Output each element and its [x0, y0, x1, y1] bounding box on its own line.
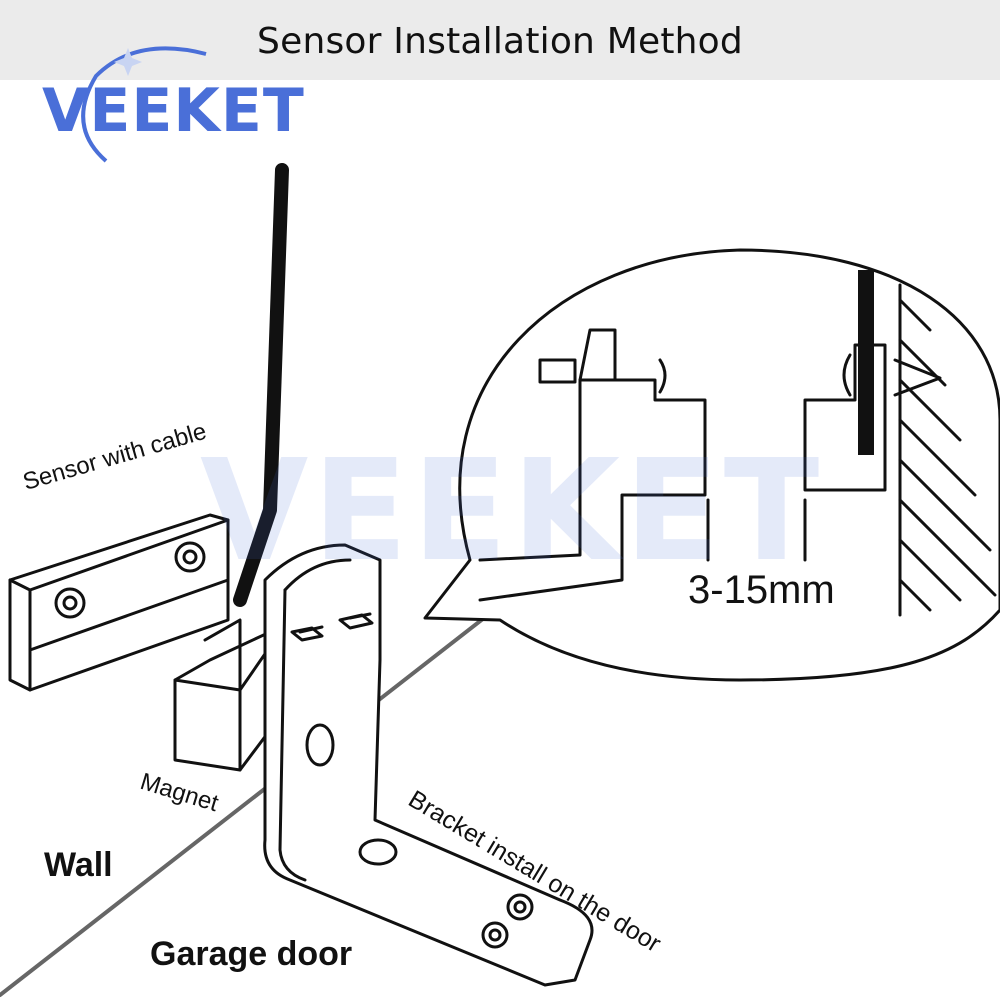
- screw-icon: [54, 587, 86, 619]
- logo-text: VEEKET: [42, 76, 305, 146]
- detail-hatched-wall: [898, 283, 997, 617]
- sensor-body: [8, 513, 230, 692]
- l-bracket: [263, 543, 594, 987]
- screw-icon: [174, 541, 206, 573]
- detail-bracket: [478, 328, 707, 602]
- sensor-cable: [233, 163, 289, 607]
- screw-icon: [506, 893, 534, 921]
- label-gap: 3-15mm: [688, 568, 835, 612]
- wall-floor-line: [0, 588, 522, 997]
- detail-bolt-icon: [538, 358, 577, 384]
- label-wall: Wall: [44, 846, 113, 884]
- brand-logo: VEEKET: [36, 36, 306, 176]
- detail-magnet: [803, 270, 942, 492]
- screw-icon: [481, 921, 509, 949]
- page-title: Sensor Installation Method: [257, 21, 743, 62]
- title-bar: Sensor Installation Method: [0, 0, 1000, 80]
- label-garage-door: Garage door: [150, 935, 353, 973]
- logo-swoosh-icon: [81, 46, 207, 163]
